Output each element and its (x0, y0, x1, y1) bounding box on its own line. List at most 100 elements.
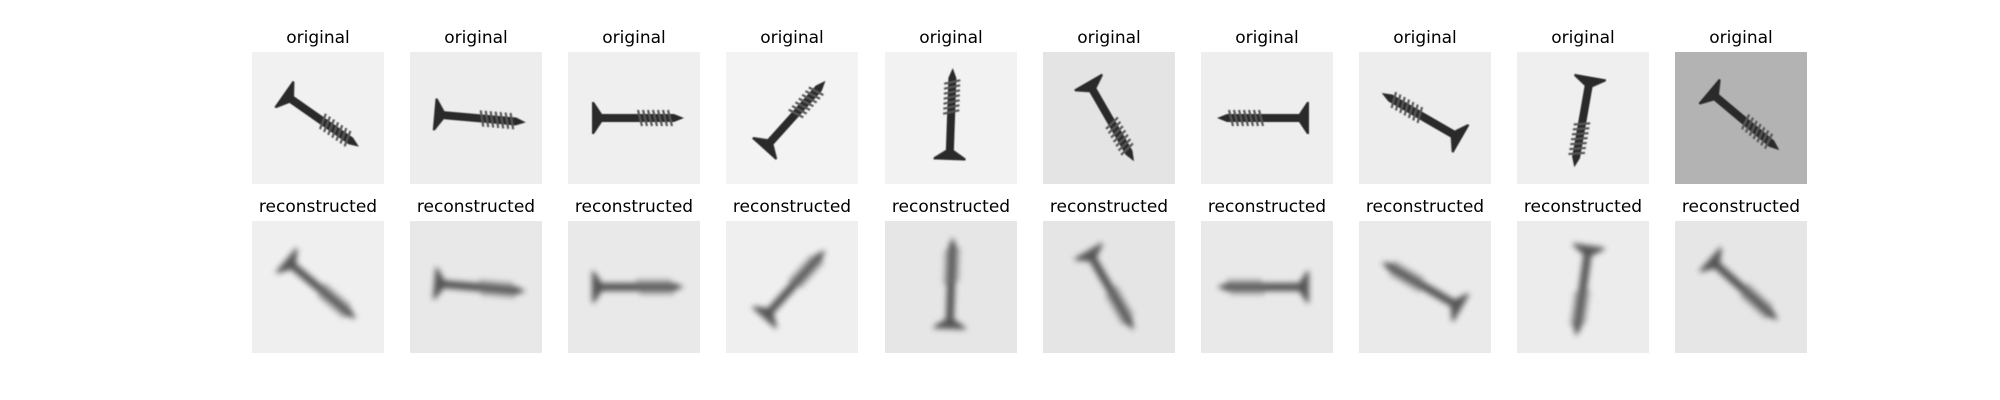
screw-thread (1117, 307, 1132, 321)
screw-head (752, 137, 778, 160)
screw-image-svg (1201, 221, 1333, 353)
screw-head (1299, 102, 1309, 134)
screw-image-svg (885, 52, 1017, 184)
screw-thread (1110, 294, 1124, 308)
screw-thread (1105, 285, 1119, 299)
screw-shaft (435, 279, 517, 295)
screw-thread (1751, 293, 1762, 309)
screw-thread (1412, 104, 1419, 121)
screw-thread (943, 89, 961, 95)
screw-image-svg (1359, 221, 1491, 353)
screw-head (1572, 243, 1605, 256)
screw-thread (1571, 305, 1589, 310)
screw-thread (1257, 278, 1265, 296)
screw-thread (317, 282, 328, 299)
screw-thread (1573, 295, 1590, 300)
screw-icon (1381, 260, 1470, 322)
panel-title: original (1551, 28, 1615, 48)
screw-thread (1744, 117, 1755, 133)
screw-thread (1107, 121, 1122, 135)
screw-thread (794, 101, 811, 111)
screw-shaft (594, 283, 674, 291)
screw-thread (1247, 109, 1255, 127)
screw-thread (318, 113, 327, 130)
screw-tip (1572, 156, 1580, 168)
screw-thread (1572, 300, 1590, 305)
screw-thread (1227, 278, 1235, 296)
screw-thread (1227, 109, 1235, 127)
screw-thread (656, 278, 664, 296)
panel-title: reconstructed (891, 197, 1011, 217)
screw-thread (509, 112, 515, 130)
screw-tip (1381, 262, 1393, 271)
screw-thread (323, 116, 331, 133)
screw-tip (1769, 140, 1780, 151)
screw-thread (1740, 113, 1751, 130)
screw-thread (335, 124, 344, 142)
screw-thread (1571, 137, 1588, 141)
screw-icon (1074, 73, 1134, 162)
screw-image-svg (1043, 221, 1175, 353)
screw-icon (1217, 271, 1309, 303)
screw-head (275, 247, 298, 274)
screw-icon (275, 247, 357, 320)
screw-thread (661, 109, 669, 127)
screw-thread (1755, 296, 1766, 313)
screw-thread (798, 97, 814, 108)
screw-image-svg (568, 52, 700, 184)
screw-thread (943, 248, 961, 254)
screw-icon (1568, 73, 1607, 168)
screw-thread (484, 279, 490, 297)
screw-icon (752, 249, 826, 329)
screw-tip (515, 286, 526, 295)
screw-head (432, 267, 445, 300)
screw-thread (1416, 106, 1424, 124)
screw-thread (808, 86, 824, 97)
screw-image-svg (410, 52, 542, 184)
screw-thread (791, 273, 808, 284)
reconstructed-image (1359, 221, 1491, 353)
screw-image-svg (885, 221, 1017, 353)
screw-head (1450, 124, 1470, 153)
screw-thread (801, 262, 818, 273)
screw-thread (1120, 142, 1134, 156)
screw-thread (641, 278, 649, 296)
screw-thread (651, 109, 659, 127)
screw-icon (752, 80, 826, 160)
screw-thread (943, 94, 961, 100)
screw-thread (1110, 125, 1124, 139)
screw-thread (1115, 133, 1129, 148)
screw-thread (942, 278, 960, 284)
screw-thread (1399, 265, 1406, 283)
screw-thread (1752, 123, 1762, 140)
panel-title: original (602, 28, 666, 48)
screw-tip (1125, 150, 1134, 162)
screw-image-svg (1517, 221, 1649, 353)
screw-shaft (1227, 283, 1307, 291)
screw-tip (674, 283, 684, 291)
screw-icon (1699, 247, 1779, 321)
screw-thread (943, 104, 960, 110)
panel-title: reconstructed (732, 197, 852, 217)
screw-thread (943, 263, 961, 269)
screw-thread (1120, 311, 1134, 325)
original-image (568, 52, 700, 184)
screw-thread (661, 278, 669, 296)
screw-icon (1381, 91, 1470, 153)
screw-thread (329, 292, 339, 309)
screw-thread (1762, 303, 1773, 319)
screw-head (1074, 242, 1103, 262)
screw-thread (1252, 109, 1260, 127)
screw-thread (791, 104, 808, 115)
screw-thread (1569, 146, 1586, 151)
screw-thread (494, 280, 500, 298)
panel-title: original (760, 28, 824, 48)
screw-image-svg (1043, 52, 1175, 184)
panel-title: original (1235, 28, 1299, 48)
screw-tip (948, 237, 957, 248)
screw-thread (1257, 109, 1265, 127)
screw-thread (1756, 126, 1766, 143)
screw-thread (1572, 127, 1590, 131)
screw-tip (815, 80, 826, 91)
screw-thread (943, 253, 961, 259)
